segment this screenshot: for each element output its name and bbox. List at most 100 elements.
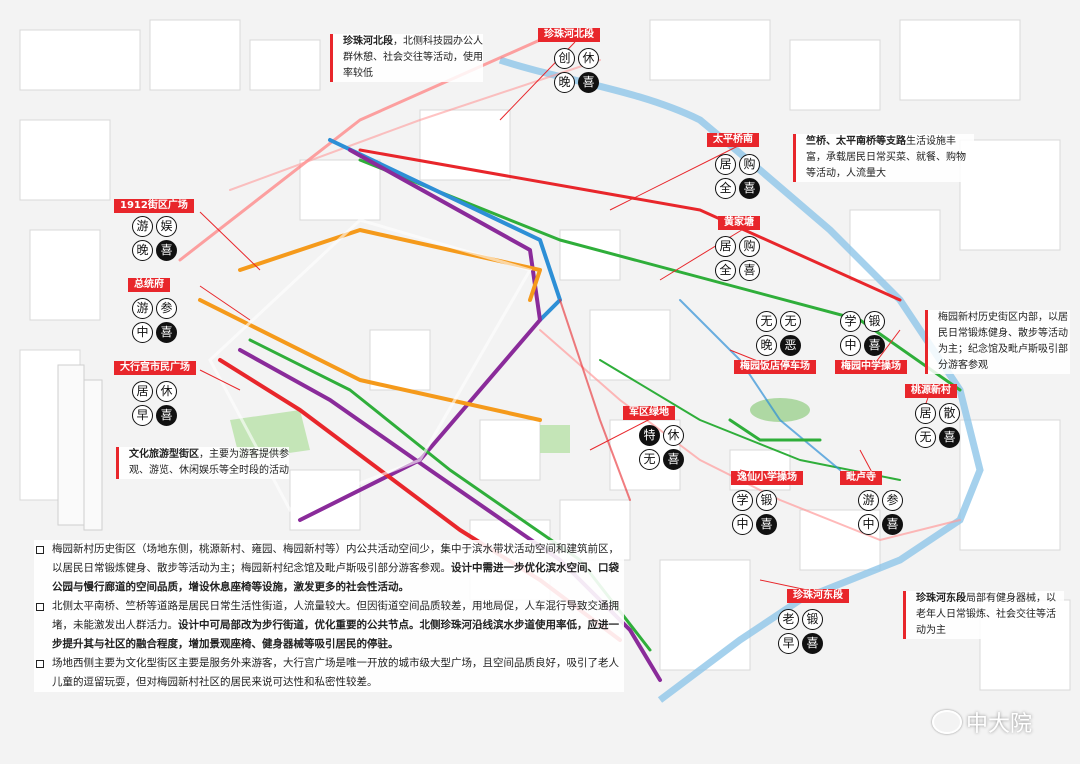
activity-char: 无 [915, 427, 936, 448]
tag-military-green: 军区绿地 [623, 406, 675, 420]
note-bold: 文化旅游型街区 [129, 449, 199, 460]
tag-1912-plaza: 1912街区广场 [114, 199, 194, 213]
activity-char: 喜 [156, 405, 177, 426]
note-bold: 珍珠河北段 [343, 36, 393, 47]
note-bold: 竺桥、太平南桥等支路 [806, 136, 906, 147]
routes [178, 38, 962, 682]
activity-char: 喜 [882, 514, 903, 535]
activity-char: 购 [739, 154, 760, 175]
tag-taiping-south: 太平桥南 [707, 133, 759, 147]
activity-char: 恶 [780, 335, 801, 356]
activity-char: 休 [663, 425, 684, 446]
activity-char: 无 [756, 311, 777, 332]
note-text: 梅园新村历史街区内部，以居民日常锻炼健身、散步等活动为主；纪念馆及毗卢斯吸引部分… [938, 312, 1068, 371]
summary-bold: 设计中可局部改为步行街道，优化重要的公共节点。北侧珍珠河沿线滨水步道使用率低，应… [52, 619, 619, 650]
note-text: 局部有健身器械，以老年人日常锻炼、社会交往等活动为主 [916, 593, 1056, 636]
badge-pilu-temple: 游参中喜 [858, 490, 904, 536]
bullet-square [36, 546, 44, 554]
activity-char: 喜 [156, 240, 177, 261]
activity-char: 喜 [578, 72, 599, 93]
tag-pilu-temple: 毗卢寺 [840, 471, 882, 485]
badge-zhenzhu-north: 创休晚喜 [554, 48, 600, 94]
note-meiyuan-historic: 梅园新村历史街区内部，以居民日常锻炼健身、散步等活动为主；纪念馆及毗卢斯吸引部分… [925, 310, 1070, 374]
activity-char: 无 [639, 449, 660, 470]
activity-char: 锻 [864, 311, 885, 332]
tag-taoyuan-village: 桃源新村 [905, 384, 957, 398]
note-bold: 珍珠河东段 [916, 593, 966, 604]
tag-daxinggong-plaza: 大行宫市民广场 [114, 361, 196, 375]
badge-presidential-palace: 游参中喜 [132, 298, 178, 344]
badge-meiyuan-school-field: 学锻中喜 [840, 311, 886, 357]
activity-char: 学 [840, 311, 861, 332]
activity-char: 居 [715, 236, 736, 257]
activity-char: 居 [715, 154, 736, 175]
summary-item: 北侧太平南桥、竺桥等道路是居民日常生活性街道，人流量较大。但因街道空间品质较差，… [34, 597, 624, 654]
badge-daxinggong-plaza: 居休早喜 [132, 381, 178, 427]
activity-char: 老 [778, 609, 799, 630]
note-text: ，主要为游客提供参观、游览、休闲娱乐等全时段的活动 [129, 449, 289, 476]
activity-char: 中 [132, 322, 153, 343]
activity-char: 喜 [739, 178, 760, 199]
activity-char: 晚 [756, 335, 777, 356]
activity-char: 喜 [939, 427, 960, 448]
tag-meiyuan-hotel-parking: 梅园饭店停车场 [734, 360, 816, 374]
badge-taiping-south: 居购全喜 [715, 154, 761, 200]
activity-char: 早 [778, 633, 799, 654]
tower [57, 364, 103, 531]
note-zhenzhu-east: 珍珠河东段局部有健身器械，以老年人日常锻炼、社会交往等活动为主 [903, 591, 1064, 639]
logo-watermark: 中大院 [932, 706, 1032, 738]
badge-zhenzhu-east: 老锻早喜 [778, 609, 824, 655]
activity-char: 中 [858, 514, 879, 535]
activity-char: 居 [132, 381, 153, 402]
activity-char: 全 [715, 178, 736, 199]
activity-char: 全 [715, 260, 736, 281]
tag-huangjiatang: 黄家塘 [718, 216, 760, 230]
summary-normal: 北侧太平南桥、竺桥等道路是居民日常生活性街道，人流量较大。但因街道空间品质较差，… [52, 600, 619, 631]
activity-char: 喜 [756, 514, 777, 535]
tag-yixian-school-field: 逸仙小学操场 [731, 471, 803, 485]
note-zhenzhu-north: 珍珠河北段，北侧科技园办公人群休憩、社会交往等活动，使用率较低 [330, 34, 483, 82]
tag-zhenzhu-east: 珍珠河东段 [787, 589, 849, 603]
activity-char: 锻 [802, 609, 823, 630]
badge-meiyuan-hotel-parking: 无无晚恶 [756, 311, 802, 357]
logo-text: 中大院 [966, 712, 1033, 737]
activity-char: 锻 [756, 490, 777, 511]
wechat-icon [932, 710, 962, 734]
bullet-square [36, 603, 44, 611]
summary-list: 梅园新村历史街区（场地东侧，桃源新村、雍园、梅园新村等）内公共活动空间少，集中于… [34, 540, 624, 692]
activity-char: 早 [132, 405, 153, 426]
bullet-square [36, 660, 44, 668]
activity-char: 休 [578, 48, 599, 69]
tag-presidential-palace: 总统府 [128, 278, 170, 292]
activity-char: 游 [132, 216, 153, 237]
badge-taoyuan-village: 居散无喜 [915, 403, 961, 449]
activity-char: 游 [132, 298, 153, 319]
badge-huangjiatang: 居购全喜 [715, 236, 761, 282]
summary-normal: 梅园新村历史街区（场地东侧，桃源新村、雍园、梅园新村等）内公共活动空间少，集中于… [52, 543, 619, 574]
activity-char: 中 [840, 335, 861, 356]
activity-char: 喜 [739, 260, 760, 281]
activity-char: 散 [939, 403, 960, 424]
activity-char: 娱 [156, 216, 177, 237]
badge-1912-plaza: 游娱晚喜 [132, 216, 178, 262]
badge-yixian-school-field: 学锻中喜 [732, 490, 778, 536]
note-zhuqiao-roads: 竺桥、太平南桥等支路生活设施丰富，承载居民日常买菜、就餐、购物等活动，人流量大 [793, 134, 974, 182]
activity-char: 无 [780, 311, 801, 332]
activity-char: 喜 [156, 322, 177, 343]
activity-char: 中 [732, 514, 753, 535]
activity-char: 参 [156, 298, 177, 319]
summary-bold: 设计中需进一步优化滨水空间、口袋公园与慢行廊道的空间品质，增设休息座椅等设施，激… [52, 562, 619, 593]
district-frames [208, 218, 533, 512]
activity-char: 休 [156, 381, 177, 402]
activity-char: 创 [554, 48, 575, 69]
summary-item: 梅园新村历史街区（场地东侧，桃源新村、雍园、梅园新村等）内公共活动空间少，集中于… [34, 540, 624, 597]
activity-char: 学 [732, 490, 753, 511]
note-text: 生活设施丰富，承载居民日常买菜、就餐、购物等活动，人流量大 [806, 136, 966, 179]
badge-military-green: 特休无喜 [639, 425, 685, 471]
activity-char: 喜 [802, 633, 823, 654]
activity-char: 喜 [663, 449, 684, 470]
activity-char: 晚 [554, 72, 575, 93]
note-text: ，北侧科技园办公人群休憩、社会交往等活动，使用率较低 [343, 36, 483, 79]
activity-char: 喜 [864, 335, 885, 356]
activity-char: 晚 [132, 240, 153, 261]
